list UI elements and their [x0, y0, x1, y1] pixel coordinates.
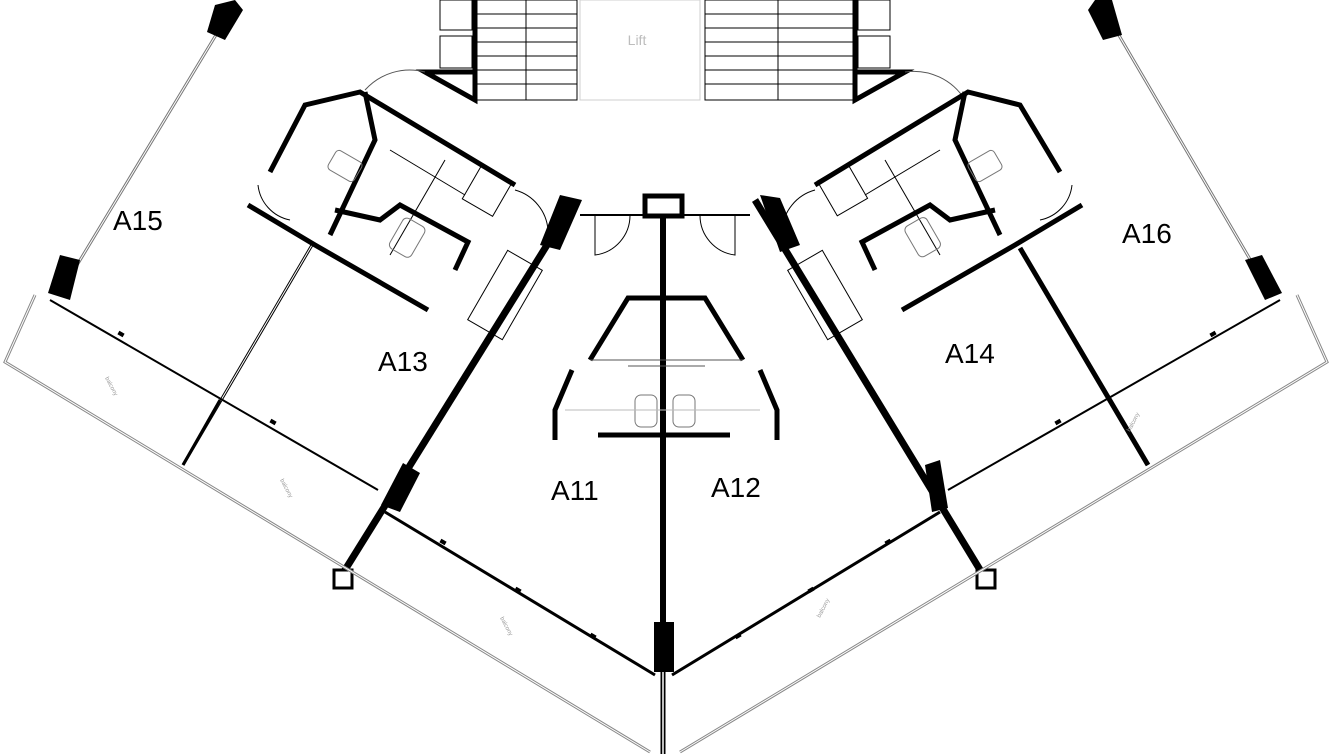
left-stair-landing — [415, 69, 478, 105]
unit-labels: A15 A13 A11 A12 A14 A16 — [113, 205, 1172, 506]
right-staircase — [704, 0, 858, 101]
balcony-label-a12: balcony — [816, 598, 831, 619]
duct-box — [642, 193, 685, 219]
lift-label: Lift — [628, 32, 647, 48]
central-core: Lift — [364, 0, 966, 219]
structural-walls — [181, 195, 1151, 754]
unit-label-a14: A14 — [945, 338, 995, 369]
a13-a15-bathroom-pod — [246, 89, 549, 341]
left-staircase — [472, 0, 578, 101]
unit-label-a16: A16 — [1122, 218, 1172, 249]
balcony-label-a15: balcony — [103, 376, 118, 397]
a14-a16-bathroom-pod — [781, 89, 1084, 341]
a11-a12-bathroom-core — [552, 214, 780, 440]
unit-label-a13: A13 — [378, 346, 428, 377]
lift-shaft — [579, 0, 701, 101]
unit-label-a15: A15 — [113, 205, 163, 236]
unit-label-a12: A12 — [711, 472, 761, 503]
facade-glazing — [48, 0, 1282, 679]
balcony-label-a11: balcony — [498, 616, 513, 637]
unit-label-a11: A11 — [551, 475, 599, 506]
right-stair-landing — [852, 69, 915, 105]
balcony-label-a13: balcony — [278, 478, 293, 499]
balconies: balcony balcony balcony balcony balcony — [3, 294, 1329, 754]
balcony-label-a14: balcony — [1126, 412, 1141, 433]
